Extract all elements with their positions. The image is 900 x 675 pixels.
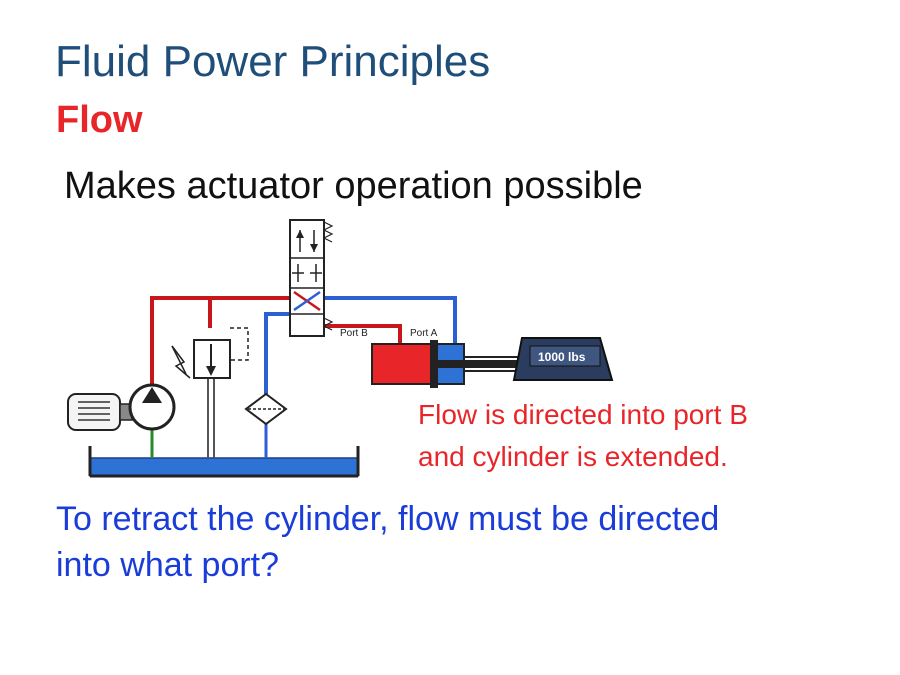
load-weight-label: 1000 lbs xyxy=(538,350,586,364)
callout-line-2: and cylinder is extended. xyxy=(418,441,728,472)
pressure-line xyxy=(150,296,290,385)
flow-callout: Flow is directed into port B and cylinde… xyxy=(418,394,748,478)
slide-body-text: Makes actuator operation possible xyxy=(64,165,643,207)
return-line-cylinder xyxy=(325,296,457,344)
return-line-filter xyxy=(264,312,290,394)
port-a-label: Port A xyxy=(410,328,438,339)
directional-valve-icon xyxy=(289,219,334,337)
relief-valve-icon xyxy=(171,327,249,379)
retract-question: To retract the cylinder, flow must be di… xyxy=(56,496,719,588)
hydraulic-circuit-diagram: Port B Port A 1000 lbs xyxy=(67,219,614,478)
slide-title: Fluid Power Principles xyxy=(55,37,491,86)
pump-icon xyxy=(128,383,176,431)
port-b-label: Port B xyxy=(340,328,368,339)
callout-line-1: Flow is directed into port B xyxy=(418,399,748,430)
reservoir-tank xyxy=(88,446,360,478)
relief-drain-line xyxy=(207,378,215,458)
question-line-1: To retract the cylinder, flow must be di… xyxy=(56,500,720,538)
slide-subtitle: Flow xyxy=(56,99,143,141)
motor-icon xyxy=(67,393,133,431)
question-line-2: into what port? xyxy=(56,546,280,585)
hydraulic-cylinder-icon xyxy=(371,340,519,388)
filter-icon xyxy=(244,392,288,426)
load-block xyxy=(512,337,614,381)
